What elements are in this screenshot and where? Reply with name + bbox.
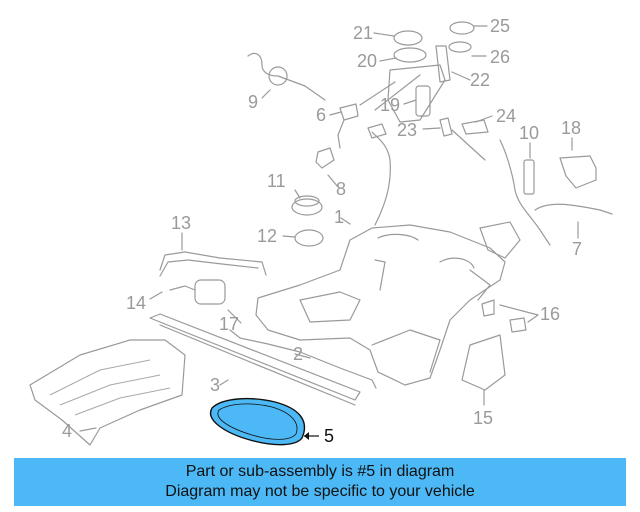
fuel-tank [255,221,521,386]
diagram-drawing [29,21,613,446]
label-part-11: 11 [267,171,286,191]
label-part-15: 15 [473,408,494,428]
heat-shield-4 [29,339,186,446]
label-part-22: 22 [470,70,491,90]
label-part-8: 8 [336,179,347,199]
clips-16 [481,299,527,333]
valve-6 [337,103,359,149]
strap-3 [149,313,361,401]
seal-12 [294,229,324,247]
label-part-17: 17 [219,314,240,334]
label-part-2: 2 [293,344,304,364]
filler-neck [371,131,391,226]
filler-neck-cap [367,123,387,139]
parts-diagram: 1 2 3 4 5 6 7 8 9 10 11 12 13 14 15 16 1… [29,16,613,446]
footer-line-1: Part or sub-assembly is #5 in diagram [185,463,455,480]
label-part-24: 24 [496,106,517,126]
label-part-12: 12 [257,226,278,246]
bracket-15 [461,334,506,391]
label-part-26: 26 [490,47,511,67]
label-part-1: 1 [334,207,345,227]
sensor-18 [559,155,597,189]
line-13 [159,251,267,276]
label-part-9: 9 [248,92,259,112]
label-part-14: 14 [126,293,147,313]
label-part-4: 4 [62,421,73,441]
line-7 [534,203,613,215]
label-part-13: 13 [171,213,192,233]
line-10 [499,139,551,246]
ring-11 [291,198,323,216]
label-part-23: 23 [397,120,418,140]
footer-line-2: Diagram may not be specific to your vehi… [165,483,475,500]
leader-lines [79,25,579,440]
fuel-pump-assembly [359,21,489,161]
label-part-10: 10 [519,123,540,143]
label-part-6: 6 [316,105,327,125]
label-part-25: 25 [490,16,511,36]
clip-8 [315,147,335,169]
label-part-18: 18 [561,118,582,138]
label-part-5: 5 [324,426,335,446]
label-part-16: 16 [540,304,561,324]
filter-17 [194,279,226,305]
label-part-21: 21 [353,23,374,43]
strap-2 [229,329,377,389]
label-part-20: 20 [357,51,378,71]
label-part-19: 19 [380,95,401,115]
label-part-3: 3 [210,375,221,395]
footer-banner: Part or sub-assembly is #5 in diagram Di… [14,458,626,506]
vent-hose-9 [247,52,326,101]
label-part-7: 7 [572,239,583,259]
